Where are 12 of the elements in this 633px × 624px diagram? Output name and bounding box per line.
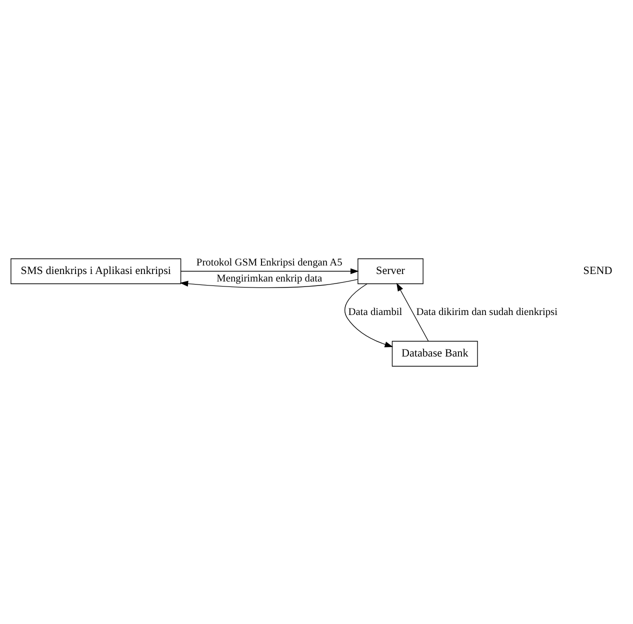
label: SEND (583, 264, 612, 276)
arrow (180, 268, 359, 274)
edge-label: Protokol GSM Enkripsi dengan A5 (196, 257, 342, 268)
edge-label: Mengirimkan enkrip data (216, 273, 322, 284)
node-box: SMS dienkrips i Aplikasi enkripsi (10, 258, 182, 284)
arrow (396, 282, 429, 342)
edge-label: Data diambil (348, 306, 402, 318)
arrow (180, 278, 358, 288)
node-box: Database Bank (392, 340, 478, 366)
node-box: Server (358, 258, 424, 284)
edge-label: Data dikirim dan sudah dienkripsi (416, 306, 558, 318)
arrow (344, 283, 394, 347)
